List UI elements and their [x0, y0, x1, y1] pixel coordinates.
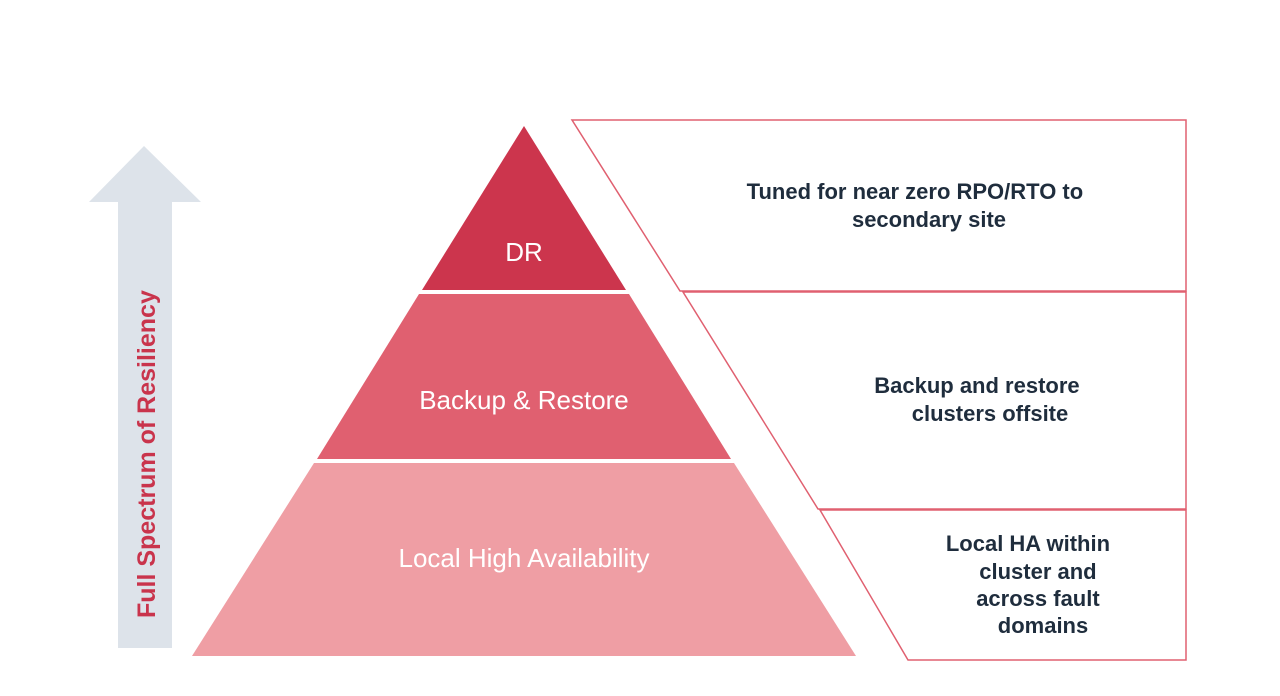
tier-label-local-ha: Local High Availability [399, 543, 650, 573]
desc-backup-line-2: clusters offsite [912, 401, 1069, 426]
desc-box-dr [570, 119, 1187, 292]
tier-label-backup: Backup & Restore [419, 385, 629, 415]
desc-dr: Tuned for near zero RPO/RTO to secondary… [747, 179, 1090, 232]
tier-bottom-shape [192, 463, 856, 656]
desc-backup-line-1: Backup and restore [874, 373, 1079, 398]
description-boxes: Tuned for near zero RPO/RTO to secondary… [570, 119, 1187, 661]
arrow-shape [89, 146, 201, 648]
desc-dr-line-1: Tuned for near zero RPO/RTO to [747, 179, 1084, 204]
tier-middle-shape [317, 294, 731, 459]
desc-local-ha-line-1: Local HA within [946, 531, 1110, 556]
desc-box-local-ha [818, 509, 1187, 661]
desc-local-ha-line-2: cluster and [979, 559, 1096, 584]
desc-backup: Backup and restore clusters offsite [874, 373, 1086, 426]
desc-local-ha-line-3: across fault [976, 586, 1100, 611]
desc-local-ha-line-4: domains [998, 613, 1088, 638]
desc-dr-line-2: secondary site [852, 207, 1006, 232]
pyramid: DR Backup & Restore Local High Availabil… [192, 126, 856, 656]
tier-label-dr: DR [505, 237, 543, 267]
arrow-label: Full Spectrum of Resiliency [133, 290, 161, 618]
desc-box-backup [681, 291, 1187, 510]
tier-top-shape [422, 126, 626, 290]
desc-local-ha: Local HA within cluster and across fault… [946, 531, 1116, 638]
resiliency-arrow: Full Spectrum of Resiliency [89, 146, 201, 648]
